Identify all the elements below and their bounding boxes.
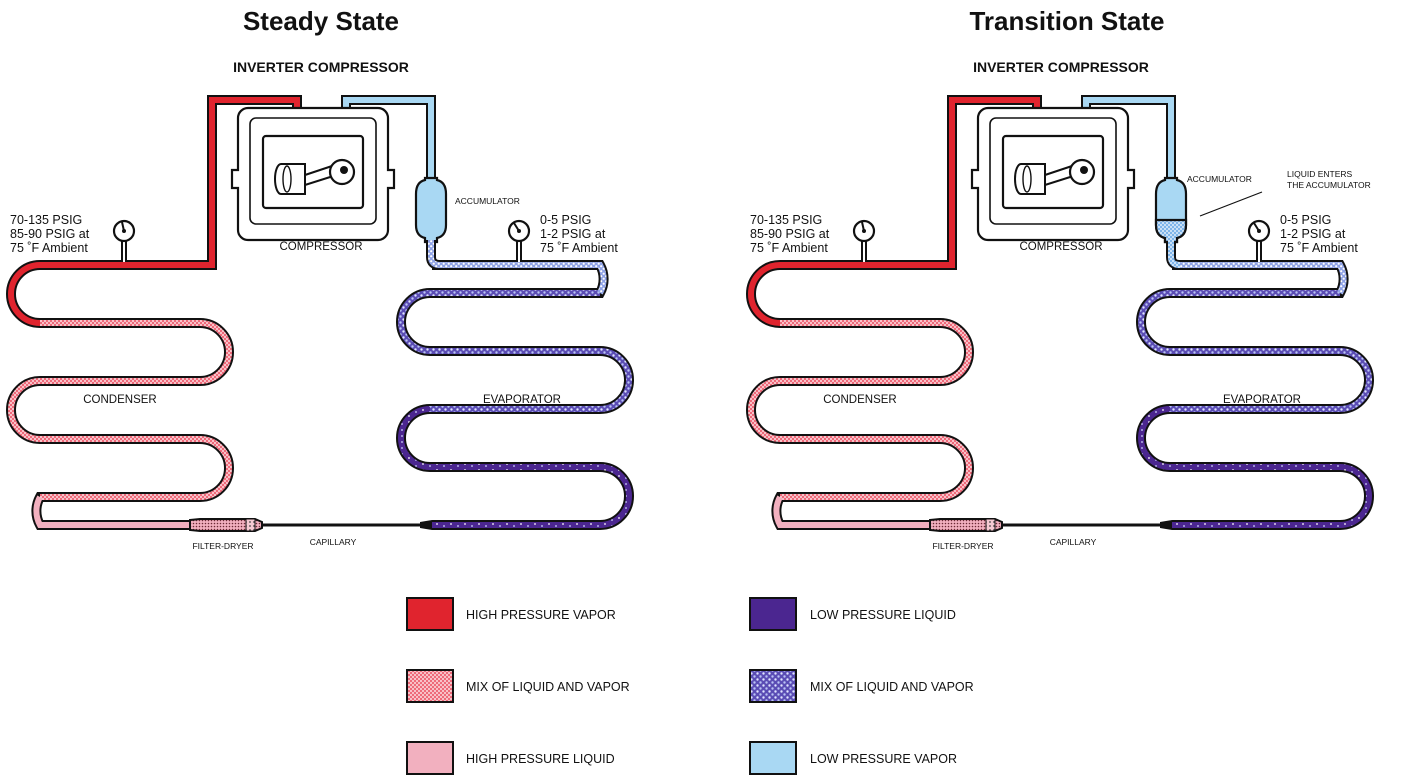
left-high-gauge-line-2: 85-90 PSIG at (10, 227, 90, 241)
legend-swatch-low-pressure-vapor (749, 741, 797, 775)
right-high-gauge-line-1: 70-135 PSIG (750, 213, 822, 227)
right-compressor-label: COMPRESSOR (1019, 241, 1102, 253)
legend-swatches (406, 597, 797, 775)
left-high-gauge-line-1: 70-135 PSIG (10, 213, 82, 227)
legend-swatch-high-pressure-mix (406, 669, 454, 703)
left-high-gauge-line-3: 75 ˚F Ambient (10, 241, 88, 255)
right-capillary-label: CAPILLARY (1050, 537, 1097, 547)
legend-label-low-pressure-liquid: LOW PRESSURE LIQUID (810, 608, 956, 622)
legend-label-low-pressure-vapor: LOW PRESSURE VAPOR (810, 752, 957, 766)
legend-swatch-low-pressure-mix (749, 669, 797, 703)
left-subtitle: INVERTER COMPRESSOR (233, 59, 409, 75)
right-subtitle: INVERTER COMPRESSOR (973, 59, 1149, 75)
right-low-gauge-line-3: 75 ˚F Ambient (1280, 241, 1358, 255)
transition-state-panel (751, 100, 1369, 531)
right-title: Transition State (969, 6, 1164, 36)
left-filter-dryer-label: FILTER-DRYER (192, 541, 253, 551)
legend-swatch-low-pressure-liquid (749, 597, 797, 631)
right-high-gauge-line-2: 85-90 PSIG at (750, 227, 830, 241)
right-callout-line-1: LIQUID ENTERS (1287, 169, 1353, 179)
left-accumulator-label: ACCUMULATOR (455, 196, 520, 206)
left-low-gauge-line-1: 0-5 PSIG (540, 213, 591, 227)
right-condenser-label: CONDENSER (823, 394, 896, 406)
right-low-gauge-line-2: 1-2 PSIG at (1280, 227, 1346, 241)
right-accumulator-label: ACCUMULATOR (1187, 174, 1252, 184)
steady-state-panel (11, 100, 629, 531)
left-low-gauge-line-2: 1-2 PSIG at (540, 227, 606, 241)
right-high-gauge-line-3: 75 ˚F Ambient (750, 241, 828, 255)
left-evaporator-label: EVAPORATOR (483, 394, 561, 406)
legend-swatch-high-pressure-liquid (406, 741, 454, 775)
right-callout-line-2: THE ACCUMULATOR (1287, 180, 1371, 190)
left-compressor-label: COMPRESSOR (279, 241, 362, 253)
legend-label-high-pressure-mix: MIX OF LIQUID AND VAPOR (466, 680, 630, 694)
legend-label-high-pressure-vapor: HIGH PRESSURE VAPOR (466, 608, 616, 622)
left-capillary-label: CAPILLARY (310, 537, 357, 547)
left-condenser-label: CONDENSER (83, 394, 156, 406)
accumulator-liquid-level (1154, 218, 1188, 244)
legend-label-high-pressure-liquid: HIGH PRESSURE LIQUID (466, 752, 615, 766)
left-title: Steady State (243, 6, 399, 36)
right-evaporator-label: EVAPORATOR (1223, 394, 1301, 406)
right-low-gauge-line-1: 0-5 PSIG (1280, 213, 1331, 227)
callout-leader-line (1199, 191, 1263, 217)
legend-label-low-pressure-mix: MIX OF LIQUID AND VAPOR (810, 680, 974, 694)
left-low-gauge-line-3: 75 ˚F Ambient (540, 241, 618, 255)
right-filter-dryer-label: FILTER-DRYER (932, 541, 993, 551)
legend-swatch-high-pressure-vapor (406, 597, 454, 631)
